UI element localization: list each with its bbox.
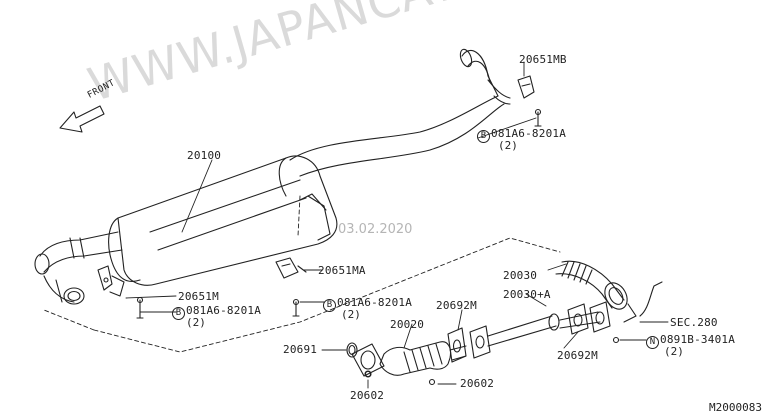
nut-bottom-mid bbox=[428, 378, 436, 386]
label-20692M-right: 20692M bbox=[557, 349, 598, 362]
label-20100: 20100 bbox=[187, 149, 222, 162]
circled-n-icon: N bbox=[646, 336, 659, 349]
assembly-outline bbox=[43, 195, 561, 353]
label-20651MA: 20651MA bbox=[318, 264, 366, 277]
label-20651M: 20651M bbox=[178, 290, 219, 303]
hanger-top bbox=[517, 75, 542, 127]
circled-b-icon: B bbox=[172, 307, 185, 320]
date-stamp: 03.02.2020 bbox=[338, 222, 413, 237]
qty-0891B: (2) bbox=[664, 345, 684, 358]
qty-081A6-left: (2) bbox=[186, 316, 206, 329]
label-20602-left: 20602 bbox=[350, 389, 385, 402]
label-20692M-left: 20692M bbox=[436, 299, 477, 312]
part-number: 081A6-8201A bbox=[491, 127, 567, 140]
label-20020: 20020 bbox=[390, 318, 425, 331]
circled-b-icon: B bbox=[477, 130, 490, 143]
gasket-20691 bbox=[346, 342, 358, 358]
label-sec280: SEC.280 bbox=[670, 316, 718, 329]
label-20030A: 20030+A bbox=[503, 288, 551, 301]
hanger-left bbox=[97, 265, 144, 319]
circled-b-icon: B bbox=[323, 299, 336, 312]
front-exhaust-pipe-20030A bbox=[487, 311, 601, 347]
muffler-inlet-pipe bbox=[34, 231, 123, 305]
hanger-mid bbox=[275, 257, 307, 317]
catalytic-converter bbox=[379, 341, 467, 376]
label-20691: 20691 bbox=[283, 343, 318, 356]
front-arrow-icon bbox=[59, 105, 105, 133]
part-number: 081A6-8201A bbox=[337, 296, 413, 309]
main-muffler bbox=[108, 155, 338, 286]
flange-left bbox=[469, 325, 491, 359]
nut-bottom-left bbox=[364, 370, 372, 378]
label-20602-mid: 20602 bbox=[460, 377, 495, 390]
part-number: 081A6-8201A bbox=[186, 304, 262, 317]
part-number: 0891B-3401A bbox=[660, 333, 736, 346]
gasket-right bbox=[567, 303, 589, 335]
label-20030: 20030 bbox=[503, 269, 538, 282]
front-exhaust-pipe-20030 bbox=[555, 260, 663, 323]
qty-081A6-top: (2) bbox=[498, 139, 518, 152]
figure-code: M2000083 bbox=[709, 401, 762, 414]
label-20651MB: 20651MB bbox=[519, 53, 567, 66]
tail-pipe-rear bbox=[459, 48, 511, 105]
flange-right bbox=[589, 301, 611, 333]
qty-081A6-mid: (2) bbox=[341, 308, 361, 321]
connecting-pipe bbox=[289, 95, 505, 177]
